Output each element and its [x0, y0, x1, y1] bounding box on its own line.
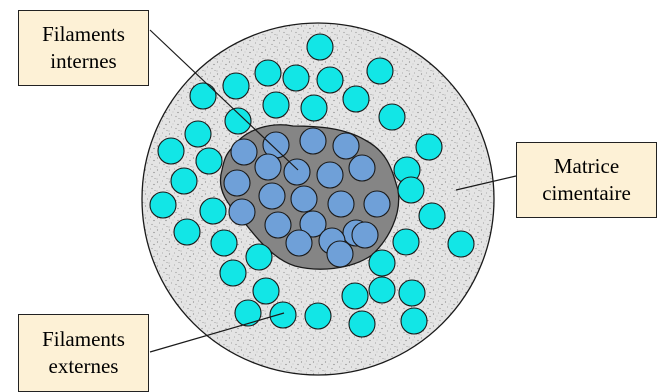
external-filament	[210, 229, 238, 257]
external-filament	[234, 299, 262, 327]
leader-line-external	[149, 312, 285, 353]
internal-filament	[254, 153, 282, 181]
external-filament	[368, 249, 396, 277]
internal-filament	[327, 190, 355, 218]
external-filaments-label-line1: Filaments	[42, 327, 125, 351]
external-filament	[306, 33, 334, 61]
internal-filament	[223, 169, 251, 197]
external-filament	[245, 243, 273, 271]
internal-filament	[316, 161, 344, 189]
internal-filaments-label: Filaments internes	[18, 10, 149, 86]
leader-line-internal	[149, 29, 299, 171]
external-filament	[300, 94, 328, 122]
external-filament	[392, 228, 420, 256]
external-filament	[170, 167, 198, 195]
internal-filament	[363, 190, 391, 218]
external-filament	[222, 72, 250, 100]
internal-filament	[285, 229, 313, 257]
external-filament	[304, 302, 332, 330]
cement-matrix-label-line2: cimentaire	[542, 181, 631, 205]
external-filament	[219, 259, 247, 287]
external-filament	[282, 64, 310, 92]
internal-filament	[290, 185, 318, 213]
external-filament	[269, 301, 297, 329]
leader-line-matrix	[455, 175, 517, 191]
internal-filament	[230, 138, 258, 166]
external-filaments-label: Filaments externes	[18, 314, 149, 392]
external-filament	[157, 137, 185, 165]
cement-matrix-label: Matrice cimentaire	[516, 142, 657, 218]
internal-filament	[264, 211, 292, 239]
external-filament	[262, 91, 290, 119]
internal-filament	[283, 158, 311, 186]
external-filament	[184, 120, 212, 148]
external-filament	[149, 191, 177, 219]
external-filament	[252, 277, 280, 305]
internal-filaments-group	[223, 127, 391, 268]
external-filament	[173, 218, 201, 246]
external-filaments-label-line2: externes	[48, 354, 119, 378]
external-filament	[415, 133, 443, 161]
external-filament	[348, 310, 376, 338]
internal-filament	[348, 154, 376, 182]
external-filament	[316, 66, 344, 94]
external-filament	[378, 103, 406, 131]
external-filament	[189, 82, 217, 110]
internal-filament	[326, 240, 354, 268]
internal-filament	[299, 210, 327, 238]
external-filament	[199, 197, 227, 225]
external-filament	[418, 202, 446, 230]
external-filaments-group	[149, 33, 475, 338]
external-filament	[368, 276, 396, 304]
external-filament	[224, 107, 252, 135]
cement-matrix-label-line1: Matrice	[553, 154, 620, 178]
internal-filament	[258, 182, 286, 210]
internal-filament	[351, 221, 379, 249]
external-filament	[342, 85, 370, 113]
internal-filaments-label-line1: Filaments	[42, 22, 125, 46]
external-filament	[254, 59, 282, 87]
external-filament	[366, 57, 394, 85]
internal-filament	[299, 127, 327, 155]
external-filament	[397, 176, 425, 204]
external-filament	[341, 282, 369, 310]
external-filament	[195, 147, 223, 175]
external-filament	[398, 279, 426, 307]
internal-filament	[332, 132, 360, 160]
internal-filament	[228, 198, 256, 226]
external-filament	[447, 230, 475, 258]
external-filament	[400, 307, 428, 335]
internal-filaments-label-line2: internes	[50, 49, 117, 73]
